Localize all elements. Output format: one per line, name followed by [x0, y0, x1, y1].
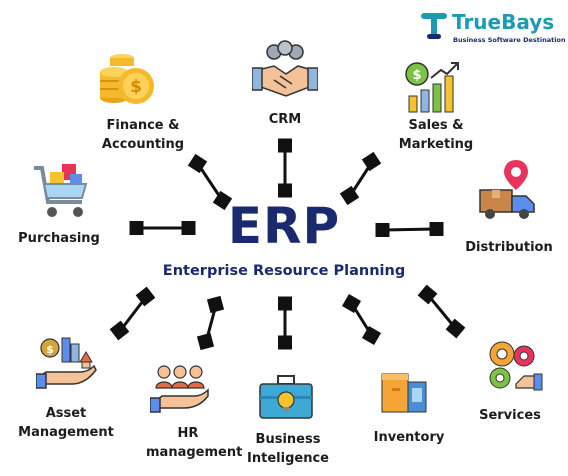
delivery-truck-icon	[479, 160, 535, 219]
boxes-icon	[381, 373, 427, 413]
logo-name: TrueBays	[452, 10, 555, 34]
growth-chart-icon: $	[405, 62, 459, 113]
module-label-asset: Asset Management	[18, 406, 114, 440]
connector-sales	[339, 151, 382, 206]
connector-inventory	[341, 293, 382, 346]
connector-purchasing	[129, 221, 196, 235]
hand-money-icon: $	[36, 337, 97, 389]
coins-icon: $	[100, 54, 154, 104]
module-label-sales: Sales & Marketing	[398, 118, 474, 152]
module-label-distribution: Distribution	[465, 240, 553, 255]
connector-bi	[278, 296, 292, 350]
shopping-cart-icon	[34, 164, 88, 217]
truebays-logo-icon	[421, 13, 447, 39]
svg-text:$: $	[130, 77, 142, 97]
svg-text:$: $	[412, 68, 421, 83]
svg-text:$: $	[46, 343, 54, 356]
connector-hr	[196, 295, 225, 351]
module-label-inventory: Inventory	[373, 430, 445, 445]
module-label-finance: Finance & Accounting	[101, 118, 185, 152]
module-label-crm: CRM	[268, 112, 302, 127]
connector-finance	[187, 153, 233, 211]
module-label-services: Services	[479, 408, 541, 423]
module-label-bi: Business Inteligence	[247, 432, 329, 466]
truebays-logo: TrueBays Business Software Destination	[418, 8, 566, 48]
module-label-hr: HR management	[146, 426, 243, 460]
connector-services	[417, 284, 466, 339]
briefcase-bulb-icon	[259, 375, 313, 419]
connector-distribution	[375, 222, 444, 237]
module-label-purchasing: Purchasing	[18, 231, 100, 246]
people-hand-icon	[150, 365, 209, 413]
connector-crm	[278, 138, 292, 198]
erp-subtitle: Enterprise Resource Planning	[162, 263, 406, 279]
connector-asset	[109, 286, 156, 341]
gears-icon	[489, 341, 543, 391]
logo-tagline: Business Software Destination	[453, 36, 566, 44]
erp-title: ERP	[227, 197, 341, 255]
handshake-icon	[252, 40, 318, 97]
